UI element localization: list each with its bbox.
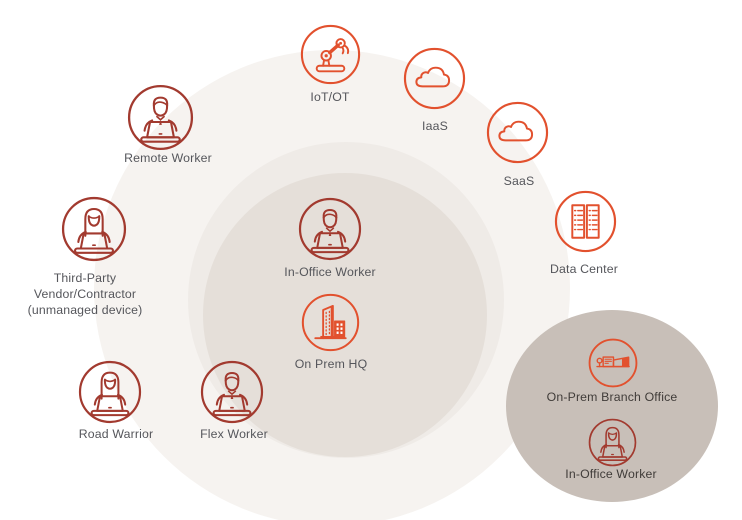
- iaas-badge: [403, 47, 466, 110]
- label-line: On-Prem Branch Office: [546, 390, 678, 404]
- zone-hq-core: [203, 173, 487, 457]
- label-line: Vendor/Contractor: [33, 287, 137, 301]
- male-worker-icon: [298, 197, 362, 261]
- branch-building-icon: [588, 338, 638, 388]
- remote-worker-badge: [127, 84, 194, 151]
- robot-arm-icon: [300, 24, 361, 85]
- male-worker-icon: [200, 360, 264, 424]
- iot-ot-badge: [300, 24, 361, 85]
- third-party-vendor-badge: [61, 196, 127, 262]
- label-line: Third-Party: [53, 271, 117, 285]
- label-line: Data Center: [550, 262, 618, 276]
- in-office-worker-branch-badge: [588, 418, 637, 467]
- cloud-icon: [486, 101, 549, 164]
- saas-label: SaaS: [419, 173, 619, 189]
- data-center-label: Data Center: [484, 261, 684, 277]
- label-line: In-Office Worker: [565, 467, 657, 481]
- iot-ot-label: IoT/OT: [230, 89, 430, 105]
- flex-worker-badge: [200, 360, 264, 424]
- female-worker-icon: [61, 196, 127, 262]
- in-office-worker-branch-label: In-Office Worker: [511, 466, 711, 482]
- male-worker-icon: [127, 84, 194, 151]
- on-prem-branch-office-badge: [588, 338, 638, 388]
- label-line: In-Office Worker: [284, 265, 376, 279]
- city-buildings-icon: [301, 293, 360, 352]
- zone-branch-zone: [506, 310, 718, 502]
- saas-badge: [486, 101, 549, 164]
- on-prem-hq-badge: [301, 293, 360, 352]
- iaas-label: IaaS: [335, 118, 535, 134]
- in-office-worker-hq-label: In-Office Worker: [230, 264, 430, 280]
- label-line: Remote Worker: [124, 151, 212, 165]
- label-line: Road Warrior: [78, 427, 154, 441]
- female-worker-icon: [588, 418, 637, 467]
- label-line: SaaS: [503, 174, 535, 188]
- data-center-badge: [554, 190, 617, 253]
- flex-worker-label: Flex Worker: [134, 426, 334, 442]
- road-warrior-label: Road Warrior: [16, 426, 216, 442]
- in-office-worker-hq-badge: [298, 197, 362, 261]
- female-worker-icon: [78, 360, 142, 424]
- road-warrior-badge: [78, 360, 142, 424]
- label-line: On Prem HQ: [294, 357, 368, 371]
- label-line: (unmanaged device): [27, 303, 143, 317]
- remote-worker-label: Remote Worker: [68, 150, 268, 166]
- cloud-icon: [403, 47, 466, 110]
- label-line: IoT/OT: [310, 90, 350, 104]
- label-line: Flex Worker: [200, 427, 268, 441]
- label-line: IaaS: [422, 119, 448, 133]
- on-prem-hq-label: On Prem HQ: [231, 356, 431, 372]
- server-racks-icon: [554, 190, 617, 253]
- on-prem-branch-office-label: On-Prem Branch Office: [512, 389, 712, 405]
